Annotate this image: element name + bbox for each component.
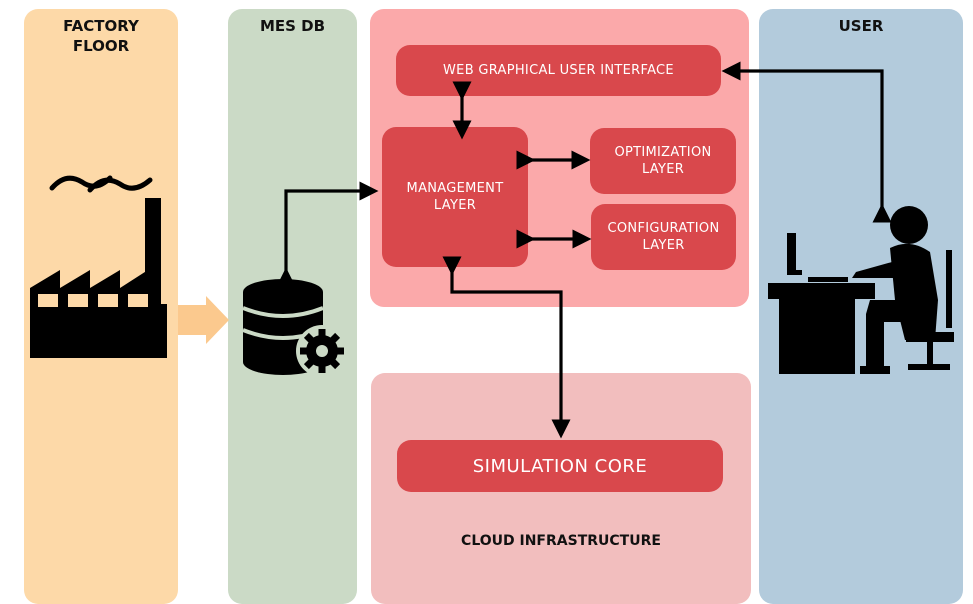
user-title: USER <box>838 17 884 35</box>
mes-db-title: MES DB <box>259 17 326 35</box>
optimization-layer-box: OPTIMIZATION LAYER <box>590 128 736 194</box>
configuration-layer-box: CONFIGURATION LAYER <box>591 204 736 270</box>
simulation-core-box: SIMULATION CORE <box>397 440 723 492</box>
connector-arrows <box>276 61 892 439</box>
database-gear-icon <box>242 279 348 377</box>
web-gui-box: WEB GRAPHICAL USER INTERFACE <box>396 45 721 96</box>
data-flow-arrow <box>178 296 229 344</box>
user-at-desk-icon <box>768 206 954 374</box>
management-layer-box: MANAGEMENT LAYER <box>382 127 528 267</box>
factory-floor-title: FACTORY FLOOR <box>63 17 139 55</box>
cloud-infrastructure-label: CLOUD INFRASTRUCTURE <box>461 533 661 549</box>
factory-icon <box>30 175 167 358</box>
